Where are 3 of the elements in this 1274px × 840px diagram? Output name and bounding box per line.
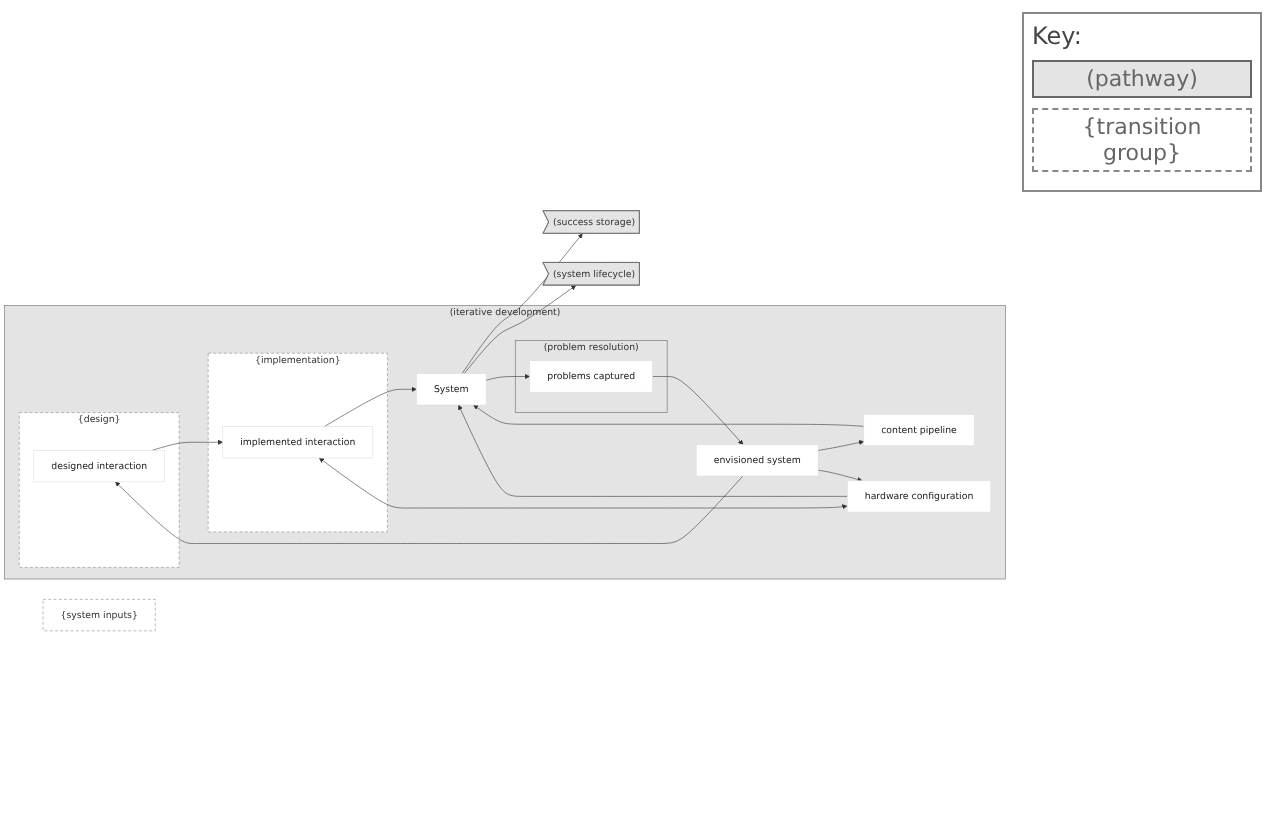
legend-entry: {transition group} (1032, 108, 1252, 172)
legend-entry: (pathway) (1032, 60, 1252, 98)
key-heading: Key: (1032, 22, 1084, 50)
